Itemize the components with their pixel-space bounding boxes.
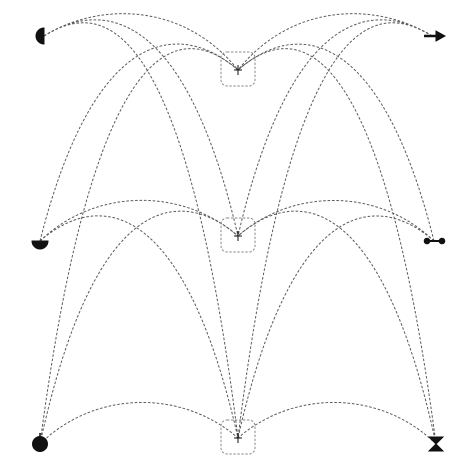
edge-left-top-to-hub-middle bbox=[43, 19, 239, 237]
hub-top-node bbox=[220, 51, 256, 87]
edge-left-bottom-to-hub-top bbox=[39, 48, 239, 445]
plus-icon bbox=[234, 231, 242, 241]
hub-bottom-node bbox=[220, 419, 256, 455]
edge-left-middle-to-hub-bottom bbox=[39, 215, 239, 439]
terminal-right-top bbox=[424, 30, 447, 42]
plus-icon bbox=[234, 433, 242, 443]
edge-left-bottom-to-hub-middle bbox=[39, 210, 239, 445]
edge-left-middle-to-hub-top bbox=[39, 43, 239, 242]
terminal-layer bbox=[31, 27, 447, 452]
terminal-left-top bbox=[35, 27, 45, 45]
edge-right-middle-to-hub-bottom bbox=[237, 215, 435, 439]
disc-icon bbox=[32, 436, 48, 452]
hub-middle-frame bbox=[220, 217, 256, 253]
edge-left-top-to-hub-bottom bbox=[43, 22, 239, 439]
terminal-left-bottom bbox=[32, 433, 48, 452]
terminal-left-middle bbox=[31, 240, 49, 250]
barbell-icon bbox=[423, 237, 446, 245]
terminal-right-bottom bbox=[427, 436, 445, 452]
edge-right-middle-to-hub-middle bbox=[237, 199, 435, 242]
half-disc-icon bbox=[31, 240, 49, 250]
hub-top-frame bbox=[220, 51, 256, 87]
half-disc-icon bbox=[35, 27, 45, 45]
edge-left-bottom-to-hub-bottom bbox=[39, 401, 239, 445]
edge-right-middle-to-hub-top bbox=[237, 43, 435, 242]
hourglass-icon bbox=[427, 436, 445, 452]
edge-right-bottom-to-hub-top bbox=[237, 48, 437, 445]
edge-right-top-to-hub-bottom bbox=[237, 22, 433, 439]
hub-middle-node bbox=[220, 217, 256, 253]
edge-left-middle-to-hub-middle bbox=[39, 199, 239, 242]
arrow-right-icon bbox=[424, 30, 447, 42]
hub-bottom-frame bbox=[220, 419, 256, 455]
edge-layer bbox=[39, 13, 437, 445]
plus-icon bbox=[234, 65, 242, 75]
edge-right-bottom-to-hub-middle bbox=[237, 210, 437, 445]
terminal-right-middle bbox=[423, 237, 446, 245]
hub-layer bbox=[220, 51, 256, 455]
edge-right-top-to-hub-middle bbox=[237, 19, 433, 237]
edge-right-bottom-to-hub-bottom bbox=[237, 401, 437, 445]
